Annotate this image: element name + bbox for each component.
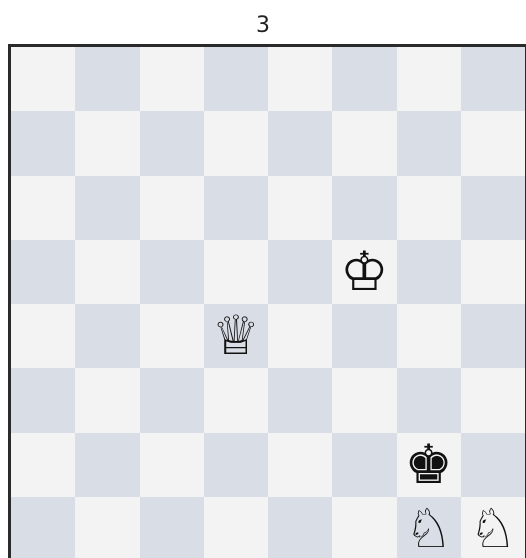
square-a1[interactable] [11, 497, 75, 558]
square-h2[interactable] [461, 433, 525, 497]
square-d4[interactable]: ♕ [204, 304, 268, 368]
square-c4[interactable] [140, 304, 204, 368]
square-a2[interactable] [11, 433, 75, 497]
black-king-icon[interactable]: ♚ [404, 438, 452, 492]
square-c1[interactable] [140, 497, 204, 558]
square-f7[interactable] [332, 111, 396, 175]
square-b2[interactable] [75, 433, 139, 497]
square-h5[interactable] [461, 240, 525, 304]
square-e5[interactable] [268, 240, 332, 304]
square-d5[interactable] [204, 240, 268, 304]
square-c7[interactable] [140, 111, 204, 175]
square-h8[interactable] [461, 47, 525, 111]
square-d1[interactable] [204, 497, 268, 558]
square-d2[interactable] [204, 433, 268, 497]
square-e3[interactable] [268, 368, 332, 432]
square-a8[interactable] [11, 47, 75, 111]
square-f1[interactable] [332, 497, 396, 558]
square-b7[interactable] [75, 111, 139, 175]
square-h6[interactable] [461, 176, 525, 240]
square-d6[interactable] [204, 176, 268, 240]
square-g6[interactable] [397, 176, 461, 240]
square-c3[interactable] [140, 368, 204, 432]
square-f3[interactable] [332, 368, 396, 432]
square-c6[interactable] [140, 176, 204, 240]
square-h3[interactable] [461, 368, 525, 432]
square-c2[interactable] [140, 433, 204, 497]
square-e4[interactable] [268, 304, 332, 368]
square-c5[interactable] [140, 240, 204, 304]
square-a7[interactable] [11, 111, 75, 175]
square-g3[interactable] [397, 368, 461, 432]
chess-board: ♔ ♕ ♚ ♘ ♘ [8, 44, 526, 558]
square-d8[interactable] [204, 47, 268, 111]
square-g7[interactable] [397, 111, 461, 175]
square-g5[interactable] [397, 240, 461, 304]
square-e1[interactable] [268, 497, 332, 558]
diagram-number: 3 [0, 12, 526, 40]
square-e8[interactable] [268, 47, 332, 111]
square-f4[interactable] [332, 304, 396, 368]
square-a4[interactable] [11, 304, 75, 368]
square-h7[interactable] [461, 111, 525, 175]
square-b1[interactable] [75, 497, 139, 558]
square-b3[interactable] [75, 368, 139, 432]
square-e6[interactable] [268, 176, 332, 240]
square-e7[interactable] [268, 111, 332, 175]
square-h4[interactable] [461, 304, 525, 368]
square-f2[interactable] [332, 433, 396, 497]
white-knight-icon[interactable]: ♘ [469, 502, 517, 556]
square-g2[interactable]: ♚ [397, 433, 461, 497]
square-e2[interactable] [268, 433, 332, 497]
square-f6[interactable] [332, 176, 396, 240]
square-d3[interactable] [204, 368, 268, 432]
square-g8[interactable] [397, 47, 461, 111]
square-b4[interactable] [75, 304, 139, 368]
square-c8[interactable] [140, 47, 204, 111]
square-g4[interactable] [397, 304, 461, 368]
square-f5[interactable]: ♔ [332, 240, 396, 304]
square-a6[interactable] [11, 176, 75, 240]
square-f8[interactable] [332, 47, 396, 111]
square-a5[interactable] [11, 240, 75, 304]
board-squares: ♔ ♕ ♚ ♘ ♘ [11, 47, 525, 558]
square-b6[interactable] [75, 176, 139, 240]
white-knight-icon[interactable]: ♘ [404, 502, 452, 556]
square-b5[interactable] [75, 240, 139, 304]
square-g1[interactable]: ♘ [397, 497, 461, 558]
white-queen-icon[interactable]: ♕ [212, 309, 260, 363]
square-b8[interactable] [75, 47, 139, 111]
square-a3[interactable] [11, 368, 75, 432]
square-h1[interactable]: ♘ [461, 497, 525, 558]
square-d7[interactable] [204, 111, 268, 175]
white-king-icon[interactable]: ♔ [340, 245, 388, 299]
